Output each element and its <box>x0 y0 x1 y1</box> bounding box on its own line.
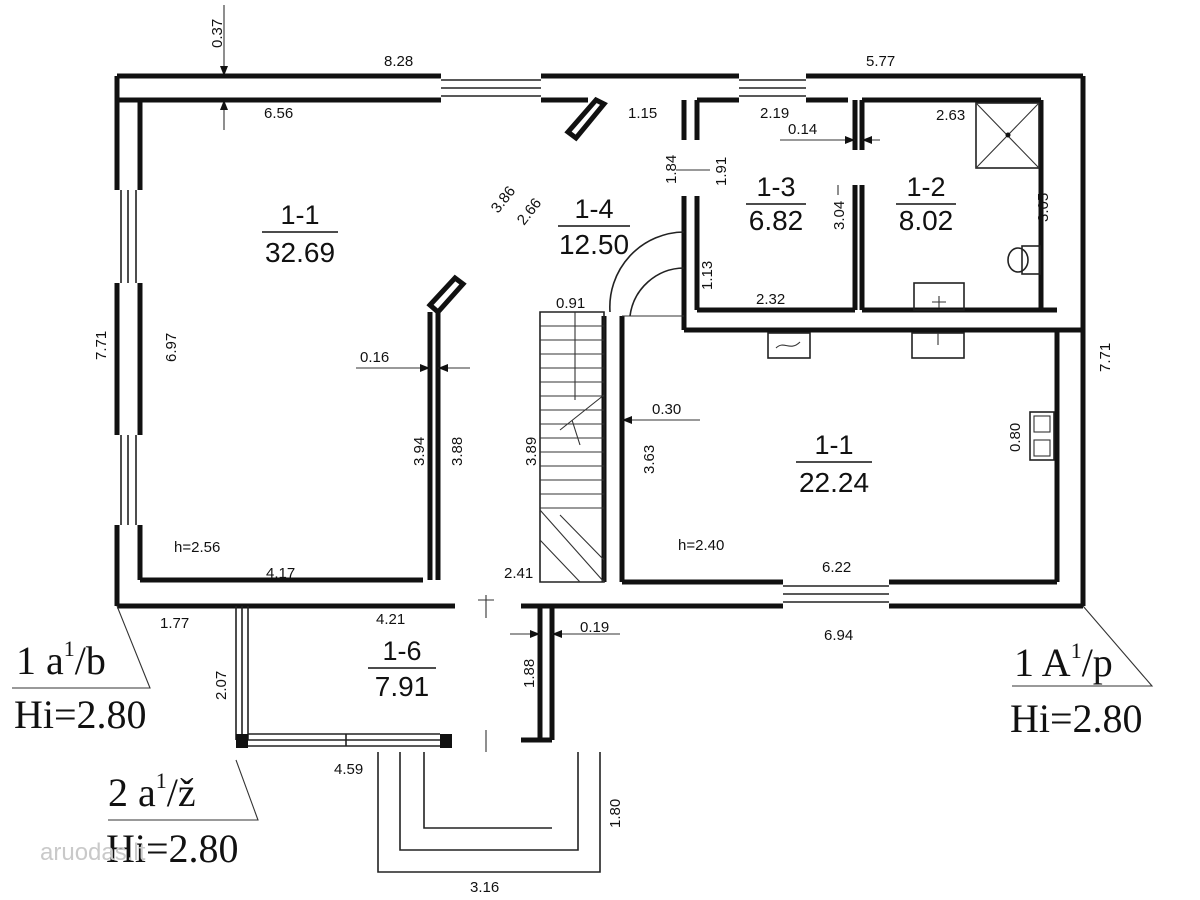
label-sup: 1 <box>156 768 167 793</box>
washbasin-icon <box>913 282 965 311</box>
dim-6-56: 6.56 <box>264 105 293 122</box>
label-hi: Hi=2.80 <box>1010 696 1143 741</box>
fixtures <box>767 102 1055 461</box>
room-area-1-6: 7.91 <box>375 671 430 702</box>
dim-7-71-right: 7.71 <box>1097 343 1114 372</box>
dim-3-04: 3.04 <box>831 201 848 230</box>
dim-3-05: 3.05 <box>1035 193 1052 222</box>
room-labels: 1-1 32.69 1-4 12.50 1-3 6.82 1-2 8.02 1-… <box>174 172 956 702</box>
dim-0-80: 0.80 <box>1007 423 1024 452</box>
veranda-glazing <box>235 606 487 752</box>
label-suffix: /p <box>1082 640 1113 685</box>
dim-3-88: 3.88 <box>449 437 466 466</box>
dim-1-88: 1.88 <box>521 659 538 688</box>
label-hi: Hi=2.80 <box>106 826 239 871</box>
dim-1-91: 1.91 <box>713 157 730 186</box>
room-id-1-2: 1-2 <box>906 172 945 202</box>
dim-0-37: 0.37 <box>209 19 226 48</box>
room-id-1-4: 1-4 <box>574 194 613 224</box>
entrance-steps <box>377 752 601 873</box>
dim-1-13: 1.13 <box>699 261 716 290</box>
dim-8-28: 8.28 <box>384 53 413 70</box>
dim-3-89: 3.89 <box>523 437 540 466</box>
label-suffix: /ž <box>167 770 196 815</box>
dim-2-63: 2.63 <box>936 107 965 124</box>
label-code: 2 a <box>108 770 156 815</box>
shower-tray-icon <box>975 102 1040 169</box>
dim-7-71-left: 7.71 <box>93 331 110 360</box>
room-id-1-3: 1-3 <box>756 172 795 202</box>
dim-4-21: 4.21 <box>376 611 405 628</box>
label-suffix: /b <box>75 638 106 683</box>
dim-4-17: 4.17 <box>266 565 295 582</box>
room-id-1-1: 1-1 <box>814 430 853 460</box>
room-area-1-2: 8.02 <box>899 205 954 236</box>
dim-1-77: 1.77 <box>160 615 189 632</box>
svg-text:1 a1/b: 1 a1/b <box>16 636 106 683</box>
room-id-1-6: 1-6 <box>382 636 421 666</box>
dimension-marks <box>12 5 1154 821</box>
dim-6-22: 6.22 <box>822 559 851 576</box>
dimension-labels: 0.37 8.28 5.77 6.56 1.15 2.19 0.14 2.63 … <box>93 19 1114 896</box>
label-code: 1 A <box>1014 640 1071 685</box>
height-room-1-1: h=2.40 <box>678 537 724 554</box>
story-label-bottom: 2 a1/ž Hi=2.80 <box>106 768 239 871</box>
dim-0-14: 0.14 <box>788 121 817 138</box>
windows <box>120 79 889 603</box>
dim-1-84: 1.84 <box>663 155 680 184</box>
svg-text:2 a1/ž: 2 a1/ž <box>108 768 196 815</box>
dim-2-07: 2.07 <box>213 671 230 700</box>
dim-1-15: 1.15 <box>628 105 657 122</box>
dim-3-63: 3.63 <box>641 445 658 474</box>
height-room-1-5: h=2.56 <box>174 539 220 556</box>
dim-5-77: 5.77 <box>866 53 895 70</box>
label-sup: 1 <box>1071 638 1082 663</box>
dim-2-32: 2.32 <box>756 291 785 308</box>
watermark: aruodas.lt <box>40 839 146 866</box>
dim-2-41: 2.41 <box>504 565 533 582</box>
stove-icon <box>1029 411 1055 461</box>
dim-3-94: 3.94 <box>411 437 428 466</box>
dim-0-91: 0.91 <box>556 295 585 312</box>
story-label-left: 1 a1/b Hi=2.80 <box>14 636 147 737</box>
room-area-1-5: 32.69 <box>265 237 335 268</box>
dim-4-59: 4.59 <box>334 761 363 778</box>
sink-icon <box>767 332 811 359</box>
staircase <box>539 231 685 583</box>
label-sup: 1 <box>64 636 75 661</box>
dim-0-19: 0.19 <box>580 619 609 636</box>
dim-0-16: 0.16 <box>360 349 389 366</box>
dim-3-16: 3.16 <box>470 879 499 896</box>
room-area-1-4: 12.50 <box>559 229 629 260</box>
room-area-1-3: 6.82 <box>749 205 804 236</box>
dim-6-94: 6.94 <box>824 627 853 644</box>
label-code: 1 a <box>16 638 64 683</box>
dim-2-19: 2.19 <box>760 105 789 122</box>
dim-0-30: 0.30 <box>652 401 681 418</box>
story-label-right: 1 A1/p Hi=2.80 <box>1010 638 1143 741</box>
dim-1-80: 1.80 <box>607 799 624 828</box>
dim-2-66: 2.66 <box>514 195 545 228</box>
room-area-1-1: 22.24 <box>799 467 869 498</box>
dim-3-86: 3.86 <box>488 183 519 216</box>
svg-text:1 A1/p: 1 A1/p <box>1014 638 1113 685</box>
toilet-icon <box>1021 245 1041 275</box>
dim-6-97: 6.97 <box>163 333 180 362</box>
room-id-1-5: 1-1 <box>280 200 319 230</box>
label-hi: Hi=2.80 <box>14 692 147 737</box>
